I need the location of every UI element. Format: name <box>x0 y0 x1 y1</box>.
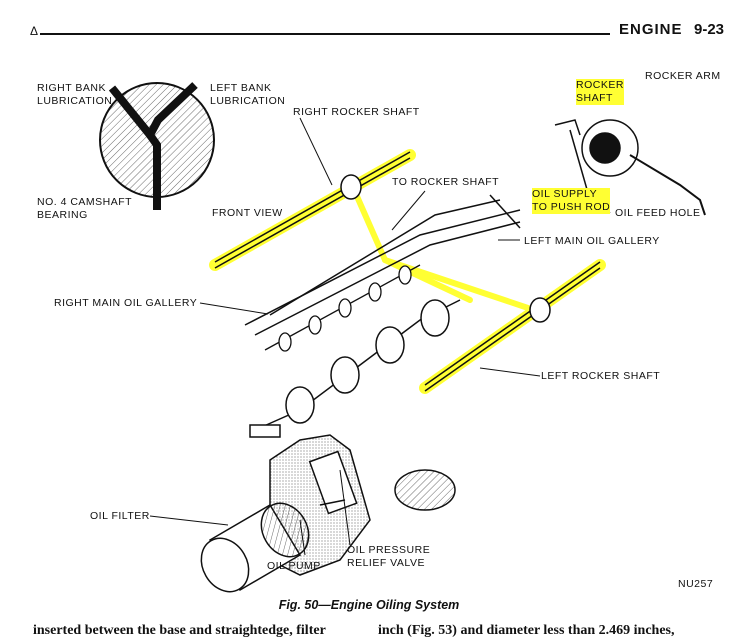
label-left-bank-line1: LEFT BANK <box>210 82 272 94</box>
right-rocker-shaft <box>214 151 411 269</box>
label-rocker-arm: ROCKER ARM <box>645 70 721 82</box>
header-rule <box>40 33 610 35</box>
label-left-main-oil-gallery: LEFT MAIN OIL GALLERY <box>524 235 660 247</box>
label-right-rocker-shaft: RIGHT ROCKER SHAFT <box>293 106 420 118</box>
page-number: 9-23 <box>694 21 725 38</box>
left-rocker-shaft <box>424 261 601 392</box>
label-left-bank-line2: LUBRICATION <box>210 95 286 107</box>
camshaft <box>264 264 421 352</box>
figure-code: NU257 <box>678 578 714 590</box>
body-text-right: inch (Fig. 53) and diameter less than 2.… <box>378 623 675 638</box>
label-relief-line1: OIL PRESSURE <box>347 544 431 556</box>
label-relief-line2: RELIEF VALVE <box>347 557 425 569</box>
label-right-main-oil-gallery: RIGHT MAIN OIL GALLERY <box>54 297 198 309</box>
leader-lines <box>149 117 611 556</box>
label-oil-supply: OIL SUPPLY TO PUSH ROD <box>532 188 611 214</box>
highlight-paths <box>209 149 606 394</box>
label-oil-pump: OIL PUMP <box>267 560 321 572</box>
oil-filter-illus <box>200 502 310 593</box>
header-mark: Δ <box>30 24 39 38</box>
oil-screen <box>394 469 456 511</box>
label-camshaft-line1: NO. 4 CAMSHAFT <box>37 196 133 208</box>
label-camshaft-line2: BEARING <box>37 209 88 221</box>
label-right-bank-lubrication: RIGHT BANK LUBRICATION <box>37 82 112 108</box>
label-rocker-shaft-line1: ROCKER <box>576 79 624 91</box>
figure-caption: Fig. 50—Engine Oiling System <box>278 598 460 612</box>
label-oil-feed-hole: OIL FEED HOLE <box>615 207 701 219</box>
label-oil-supply-line2: TO PUSH ROD <box>532 201 611 213</box>
label-left-rocker-shaft: LEFT ROCKER SHAFT <box>541 370 661 382</box>
rocker-arm-inset <box>554 119 706 216</box>
label-left-bank-lubrication: LEFT BANK LUBRICATION <box>210 82 285 108</box>
crankshaft <box>249 299 461 438</box>
label-oil-pressure-relief-valve: OIL PRESSURE RELIEF VALVE <box>347 544 430 570</box>
body-text-left: inserted between the base and straighted… <box>33 623 326 638</box>
label-to-rocker-shaft: TO ROCKER SHAFT <box>392 176 500 188</box>
label-rocker-shaft-inset: ROCKER SHAFT <box>576 79 624 105</box>
label-rocker-shaft-line2: SHAFT <box>576 92 613 104</box>
label-oil-supply-line1: OIL SUPPLY <box>532 188 598 200</box>
front-view-diagram <box>99 82 215 210</box>
section-title: ENGINE <box>619 21 683 38</box>
label-camshaft-bearing: NO. 4 CAMSHAFT BEARING <box>37 196 132 222</box>
label-right-bank-line1: RIGHT BANK <box>37 82 106 94</box>
label-oil-filter: OIL FILTER <box>90 510 150 522</box>
oil-galleries <box>244 194 521 336</box>
label-front-view: FRONT VIEW <box>212 207 283 219</box>
label-right-bank-line2: LUBRICATION <box>37 95 113 107</box>
